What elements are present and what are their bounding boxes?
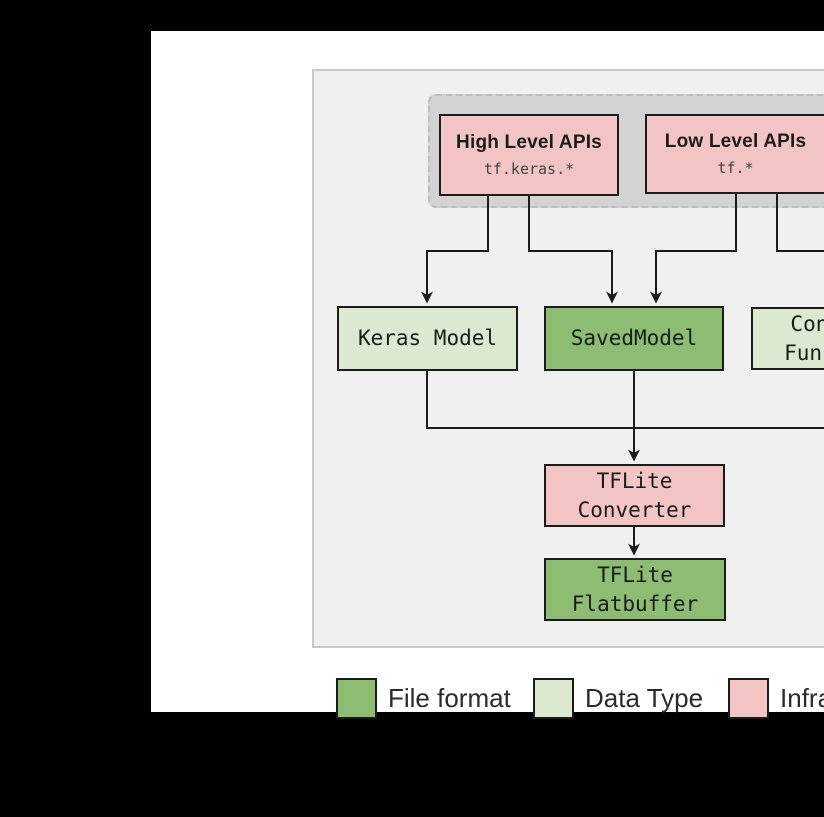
- keras-model-label: Keras Model: [357, 326, 498, 351]
- node-high-level-apis: High Level APIs tf.keras.*: [439, 114, 619, 196]
- high-level-apis-code: tf.keras.*: [483, 160, 575, 179]
- diagram-card: High Level APIs tf.keras.* Low Level API…: [151, 31, 824, 719]
- file-format-swatch: [336, 678, 377, 719]
- low-level-apis-title: Low Level APIs: [664, 130, 807, 152]
- infrastructure-label: Infrastructure: [780, 683, 824, 713]
- node-low-level-apis: Low Level APIs tf.*: [645, 114, 824, 194]
- node-concrete-functions: Concrete Functions: [751, 307, 824, 370]
- tflite-converter-label: TFLite Converter: [577, 469, 692, 522]
- high-level-apis-title: High Level APIs: [456, 131, 602, 153]
- data-type-swatch: [533, 678, 574, 719]
- node-saved-model: SavedModel: [544, 306, 724, 371]
- node-tflite-converter: TFLite Converter: [544, 464, 725, 527]
- concrete-functions-label: Concrete Functions: [784, 312, 824, 365]
- infrastructure-swatch: [728, 678, 769, 719]
- legend-item-data-type: Data Type: [533, 676, 703, 721]
- tflite-flatbuffer-label: TFLite Flatbuffer: [571, 563, 699, 616]
- low-level-apis-code: tf.*: [717, 159, 754, 178]
- file-format-label: File format: [388, 683, 511, 713]
- legend-item-infrastructure: Infrastructure: [728, 676, 824, 721]
- saved-model-label: SavedModel: [570, 326, 698, 351]
- data-type-label: Data Type: [585, 683, 704, 713]
- node-tflite-flatbuffer: TFLite Flatbuffer: [544, 558, 726, 621]
- legend-item-file-format: File format: [336, 676, 511, 721]
- node-keras-model: Keras Model: [337, 306, 518, 371]
